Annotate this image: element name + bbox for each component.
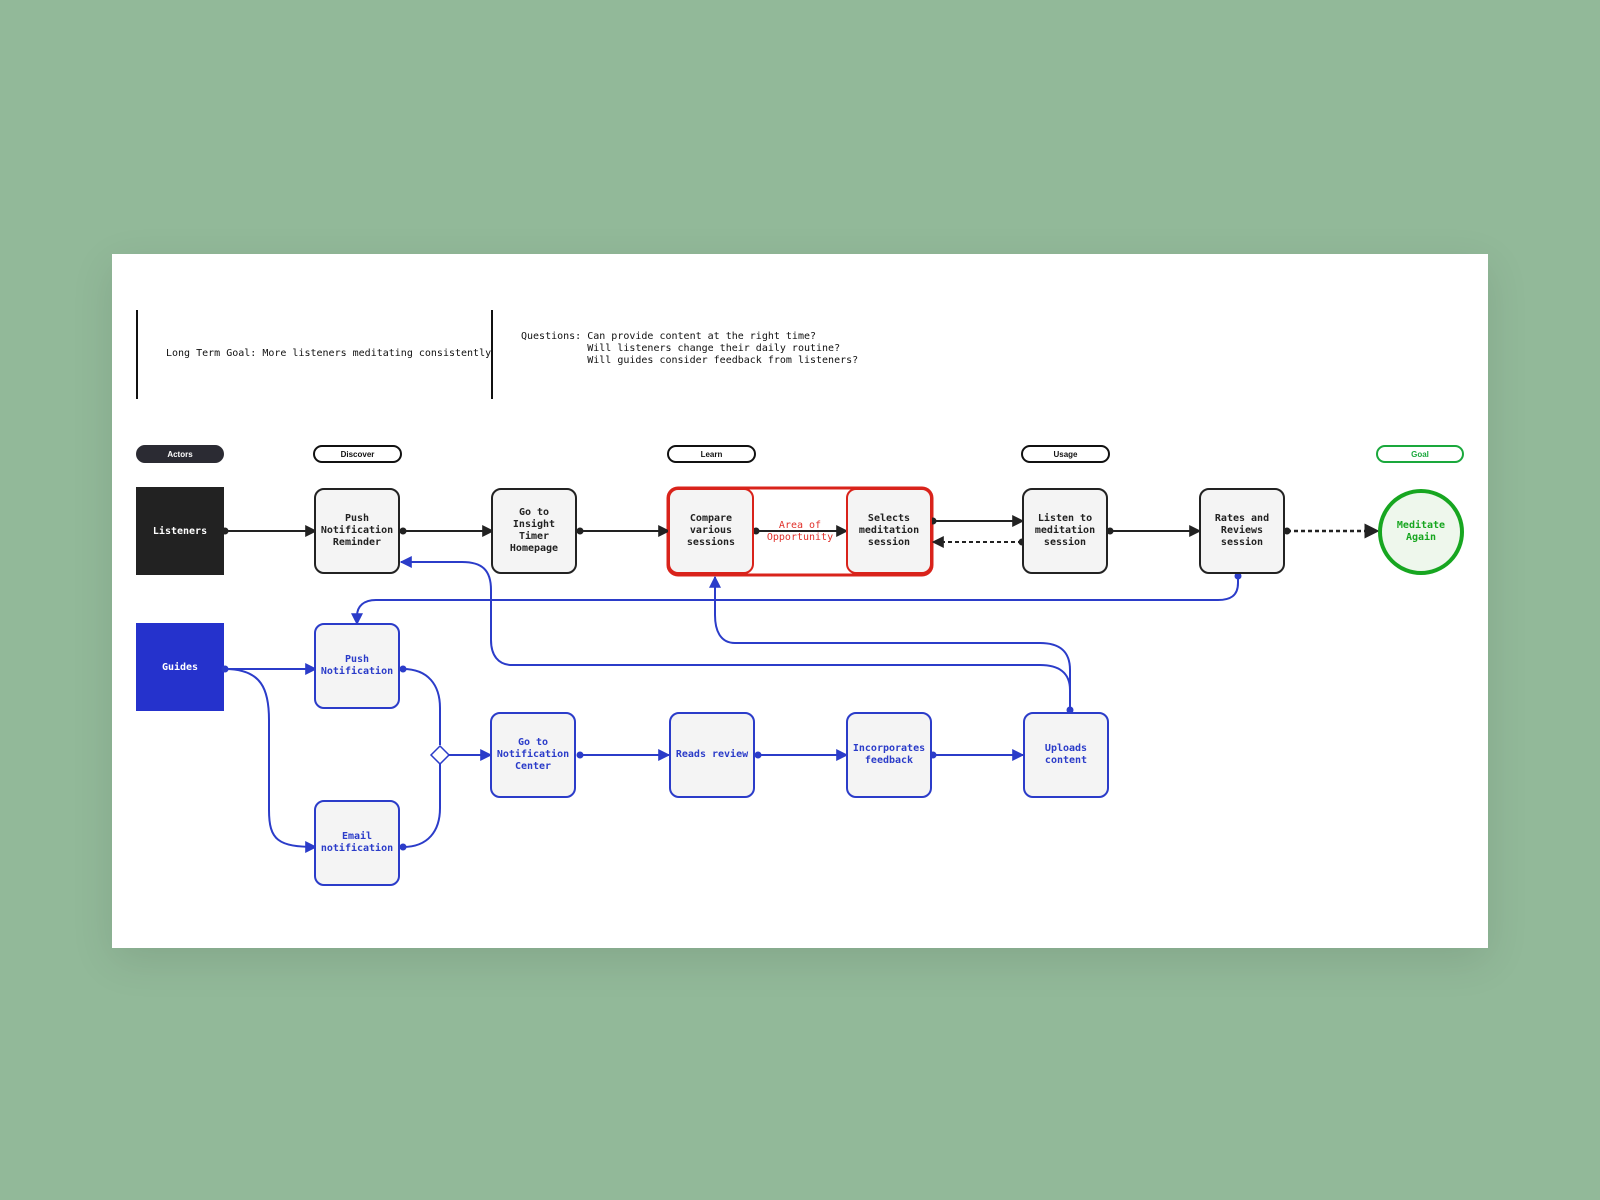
merge-diamond — [429, 744, 451, 766]
node-uploads-content: Uploads content — [1023, 712, 1109, 798]
header-divider-left — [136, 310, 138, 399]
node-incorporates-feedback: Incorporates feedback — [846, 712, 932, 798]
node-email-notification: Email notification — [314, 800, 400, 886]
link-email-merge — [402, 763, 441, 848]
phase-actors: Actors — [136, 445, 224, 463]
link-push-merge — [402, 668, 441, 745]
actor-listeners: Listeners — [136, 487, 224, 575]
guide-flow-links — [224, 556, 1239, 853]
guide-flow-dots — [221, 572, 1242, 851]
questions-text: Questions: Can provide content at the ri… — [521, 331, 859, 366]
phase-goal: Goal — [1376, 445, 1464, 463]
phase-learn: Learn — [667, 445, 756, 463]
header-divider-right — [491, 310, 493, 399]
node-rates-reviews: Rates and Reviews session — [1199, 488, 1285, 574]
link-uploads-compare — [709, 575, 1071, 709]
node-selects-session: Selects meditation session — [846, 488, 932, 574]
node-go-to-insight-timer: Go to Insight Timer Homepage — [491, 488, 577, 574]
node-push-notification: Push Notification — [314, 623, 400, 709]
area-of-opportunity-label: Area of Opportunity — [766, 520, 834, 543]
phase-discover: Discover — [313, 445, 402, 463]
goal-meditate-again: Meditate Again — [1378, 489, 1464, 575]
link-guides-email — [224, 668, 318, 853]
long-term-goal: Long Term Goal: More listeners meditatin… — [166, 348, 492, 359]
listener-flow-links — [225, 515, 1380, 548]
node-push-notification-reminder: Push Notification Reminder — [314, 488, 400, 574]
node-compare-sessions: Compare various sessions — [668, 488, 754, 574]
node-notification-center: Go to Notification Center — [490, 712, 576, 798]
phase-usage: Usage — [1021, 445, 1110, 463]
node-listen-to-session: Listen to meditation session — [1022, 488, 1108, 574]
link-rates-push — [351, 576, 1239, 626]
node-reads-review: Reads review — [669, 712, 755, 798]
link-uploads-push-reminder — [399, 556, 1071, 709]
actor-guides: Guides — [136, 623, 224, 711]
